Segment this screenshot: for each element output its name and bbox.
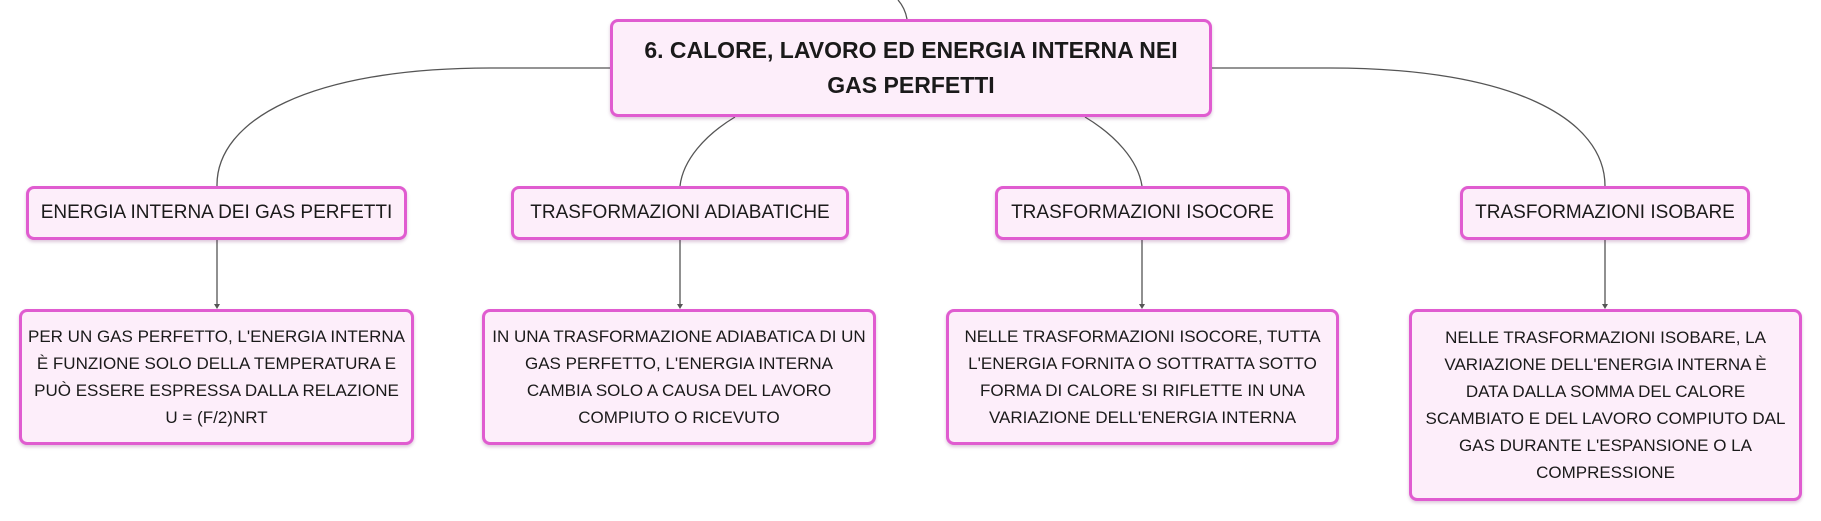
connector-root-topic-4 — [1212, 67, 1606, 187]
arrowhead-icon — [677, 304, 683, 309]
topic-node-isobare[interactable]: TRASFORMAZIONI ISOBARE — [1460, 186, 1750, 240]
topic-node-isocore[interactable]: TRASFORMAZIONI ISOCORE — [995, 186, 1290, 240]
detail-text: PER UN GAS PERFETTO, L'ENERGIA INTERNA È… — [28, 327, 406, 427]
topic-node-energia-interna[interactable]: ENERGIA INTERNA DEI GAS PERFETTI — [26, 186, 407, 240]
topic-node-adiabatiche[interactable]: TRASFORMAZIONI ADIABATICHE — [511, 186, 849, 240]
detail-node-energia-interna[interactable]: PER UN GAS PERFETTO, L'ENERGIA INTERNA È… — [19, 309, 414, 445]
topic-label: TRASFORMAZIONI ISOBARE — [1475, 202, 1735, 223]
root-topic-node[interactable]: 6. CALORE, LAVORO ED ENERGIA INTERNA NEI… — [610, 19, 1212, 117]
arrowhead-icon — [1139, 304, 1145, 309]
arrowhead-icon — [1602, 304, 1608, 309]
arrowhead-icon — [214, 304, 220, 309]
detail-text: NELLE TRASFORMAZIONI ISOBARE, LA VARIAZI… — [1425, 328, 1786, 482]
topic-label: TRASFORMAZIONI ADIABATICHE — [530, 202, 830, 223]
detail-node-isocore[interactable]: NELLE TRASFORMAZIONI ISOCORE, TUTTA L'EN… — [946, 309, 1339, 445]
detail-node-adiabatiche[interactable]: IN UNA TRASFORMAZIONE ADIABATICA DI UN G… — [482, 309, 876, 445]
connector-root-topic-2 — [679, 116, 736, 187]
topic-label: TRASFORMAZIONI ISOCORE — [1011, 202, 1274, 223]
root-topic-title: 6. CALORE, LAVORO ED ENERGIA INTERNA NEI… — [644, 37, 1178, 98]
topic-label: ENERGIA INTERNA DEI GAS PERFETTI — [40, 202, 393, 223]
detail-text: IN UNA TRASFORMAZIONE ADIABATICA DI UN G… — [492, 327, 866, 427]
detail-node-isobare[interactable]: NELLE TRASFORMAZIONI ISOBARE, LA VARIAZI… — [1409, 309, 1802, 501]
connector-incoming — [897, 0, 908, 20]
connector-root-topic-3 — [1084, 116, 1143, 187]
connector-root-topic-1 — [216, 67, 610, 187]
detail-text: NELLE TRASFORMAZIONI ISOCORE, TUTTA L'EN… — [964, 327, 1321, 427]
